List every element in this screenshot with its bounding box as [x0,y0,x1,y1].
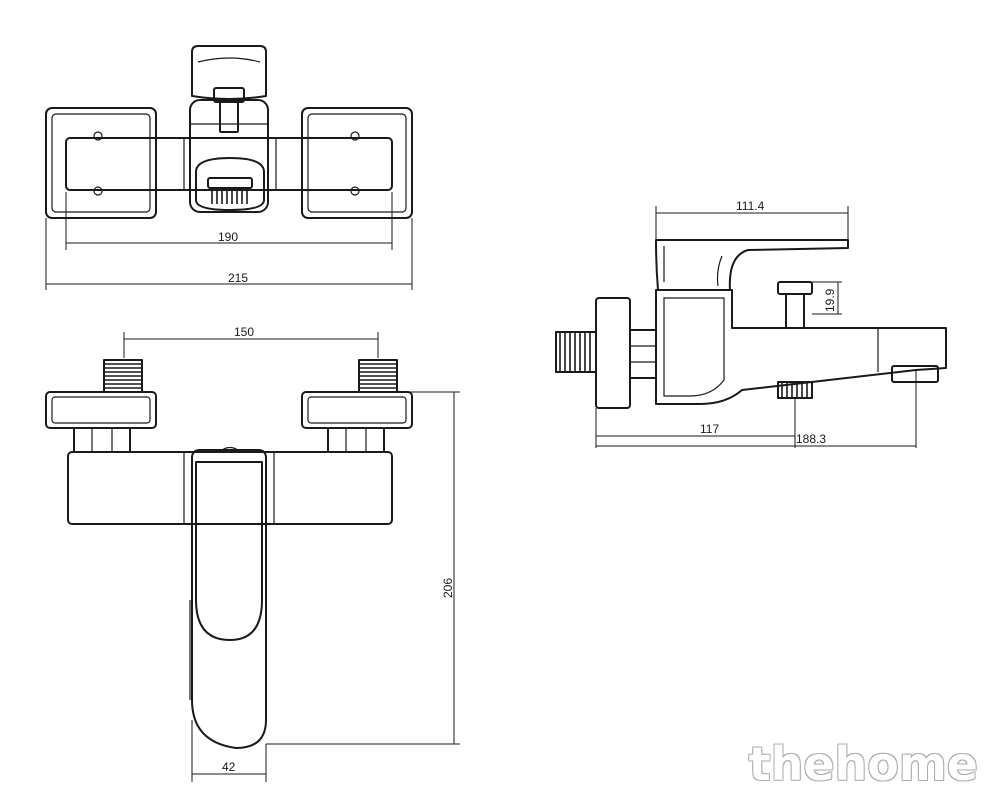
side-inlet-thread [555,331,597,373]
dim-label-top-overall: 215 [228,271,248,285]
right-inlet-thread [358,359,398,393]
dim-label-side-lever: 111.4 [736,199,765,213]
front-view: 150 [45,325,460,782]
watermark-logo: thehome [748,737,978,791]
left-inlet-thread [103,359,143,393]
dim-label-side-overall: 188.3 [796,432,826,446]
dim-label-front-spacing: 150 [234,325,254,339]
dim-label-side-diverter: 19.9 [823,288,837,312]
dim-label-front-spout: 42 [222,760,236,774]
top-outlet-thread [211,188,248,204]
top-view: 190 215 [45,45,413,290]
dim-label-front-height: 206 [441,578,455,598]
side-view: 111.4 19.9 [555,199,947,448]
dim-label-top-inner: 190 [218,230,238,244]
dim-label-side-outlet: 117 [700,422,719,436]
